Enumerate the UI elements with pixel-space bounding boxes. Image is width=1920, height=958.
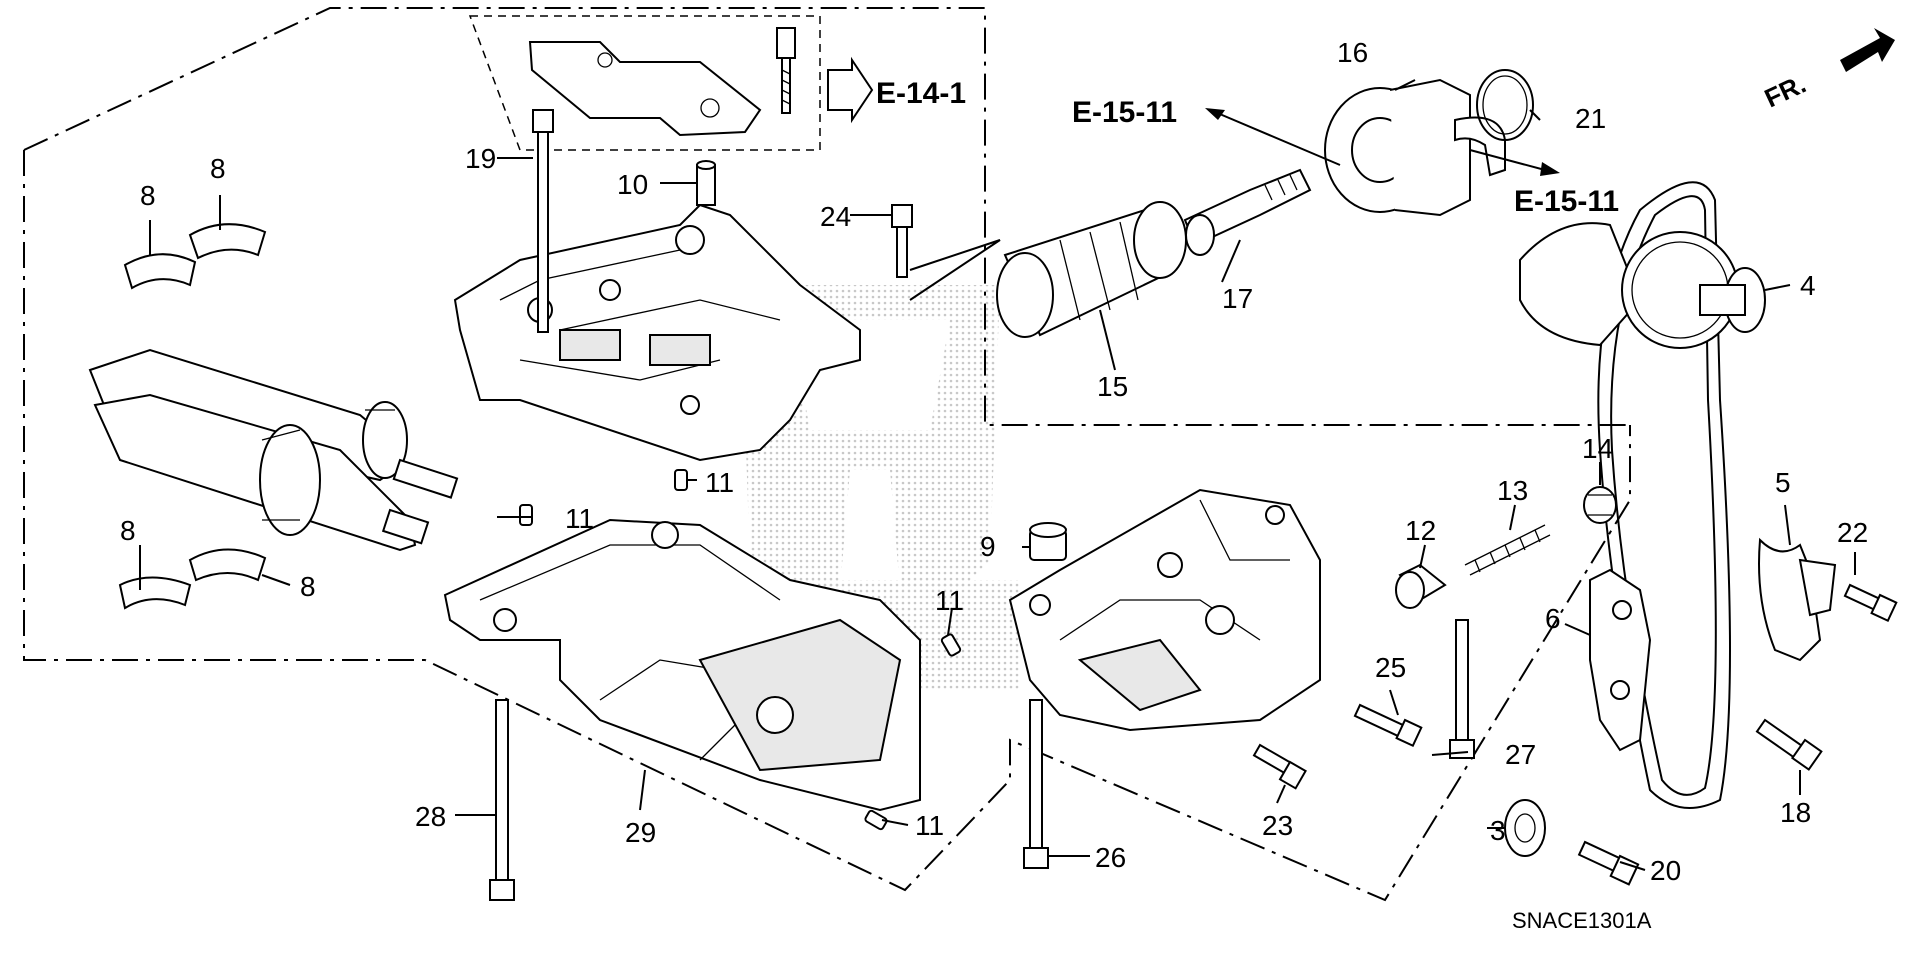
ref-e15-11-right-group: E-15-11 bbox=[1469, 149, 1619, 218]
part-label-8c[interactable]: 8 bbox=[120, 515, 136, 546]
dowel-collar bbox=[696, 160, 1067, 561]
o-ring bbox=[1476, 69, 1534, 141]
part-label-21[interactable]: 21 bbox=[1575, 103, 1606, 134]
part-number-labels: 3 4 5 6 8 8 8 8 9 10 11 11 11 11 12 13 1… bbox=[120, 37, 1868, 886]
chain-tensioner bbox=[1758, 537, 1837, 662]
part-label-15[interactable]: 15 bbox=[1097, 371, 1128, 402]
part-label-25[interactable]: 25 bbox=[1375, 652, 1406, 683]
cover-bolt bbox=[776, 27, 796, 114]
leader-lines bbox=[139, 79, 1856, 871]
part-label-14[interactable]: 14 bbox=[1582, 433, 1613, 464]
ref-e15-11-left[interactable]: E-15-11 bbox=[1072, 96, 1177, 129]
part-label-8b[interactable]: 8 bbox=[210, 153, 226, 184]
ref-e14-1[interactable]: E-14-1 bbox=[876, 77, 966, 110]
part-label-19[interactable]: 19 bbox=[465, 143, 496, 174]
part-label-28[interactable]: 28 bbox=[415, 801, 446, 832]
fr-direction-label: FR. bbox=[1760, 69, 1811, 114]
part-label-20[interactable]: 20 bbox=[1650, 855, 1681, 886]
drive-gear bbox=[1504, 799, 1546, 857]
part-label-22[interactable]: 22 bbox=[1837, 517, 1868, 548]
filter-connector-fitting bbox=[1183, 168, 1312, 256]
part-label-11c[interactable]: 11 bbox=[935, 585, 964, 616]
oil-pump-body bbox=[1008, 488, 1321, 732]
part-label-4[interactable]: 4 bbox=[1800, 270, 1816, 301]
part-label-29[interactable]: 29 bbox=[625, 817, 656, 848]
oil-filter bbox=[996, 201, 1187, 338]
part-label-27[interactable]: 27 bbox=[1505, 739, 1536, 770]
part-label-11d[interactable]: 11 bbox=[915, 810, 944, 841]
part-label-26[interactable]: 26 bbox=[1095, 842, 1126, 873]
part-label-11b[interactable]: 11 bbox=[565, 503, 594, 534]
part-label-9[interactable]: 9 bbox=[980, 531, 996, 562]
part-label-13[interactable]: 13 bbox=[1497, 475, 1528, 506]
diagram-code: SNACE1301A bbox=[1512, 908, 1652, 933]
part-label-6[interactable]: 6 bbox=[1545, 603, 1561, 634]
chain-and-sprocket bbox=[1519, 181, 1766, 809]
upper-cover-plate bbox=[528, 41, 762, 137]
balancer-shaft-holder-upper bbox=[453, 203, 861, 462]
dowel-pins bbox=[519, 469, 962, 831]
balancer-shafts bbox=[88, 348, 459, 552]
part-label-8d[interactable]: 8 bbox=[300, 571, 316, 602]
balancer-housing-lower bbox=[443, 518, 921, 812]
ref-e15-11-left-group: E-15-11 bbox=[1072, 96, 1341, 166]
relief-valve-parts bbox=[1395, 486, 1617, 609]
part-label-3[interactable]: 3 bbox=[1490, 815, 1506, 846]
ref-e15-11-right[interactable]: E-15-11 bbox=[1514, 185, 1619, 218]
part-label-17[interactable]: 17 bbox=[1222, 283, 1253, 314]
short-bolts bbox=[891, 204, 1898, 886]
part-label-5[interactable]: 5 bbox=[1775, 467, 1791, 498]
part-label-12[interactable]: 12 bbox=[1405, 515, 1436, 546]
part-label-8a[interactable]: 8 bbox=[140, 180, 156, 211]
ref-arrow-e14-1: E-14-1 bbox=[827, 56, 966, 124]
group-outlines bbox=[23, 7, 1631, 902]
part-label-18[interactable]: 18 bbox=[1780, 797, 1811, 828]
fr-arrow-icon: FR. bbox=[1760, 28, 1895, 113]
part-label-23[interactable]: 23 bbox=[1262, 810, 1293, 841]
part-label-24[interactable]: 24 bbox=[820, 201, 851, 232]
oil-cooler bbox=[1324, 78, 1506, 217]
part-label-10[interactable]: 10 bbox=[617, 169, 648, 200]
long-bolts bbox=[489, 109, 1475, 901]
part-label-11a[interactable]: 11 bbox=[705, 467, 734, 498]
bearing-half-shells bbox=[118, 223, 267, 610]
part-label-16[interactable]: 16 bbox=[1337, 37, 1368, 68]
chain-guide bbox=[1589, 568, 1652, 752]
